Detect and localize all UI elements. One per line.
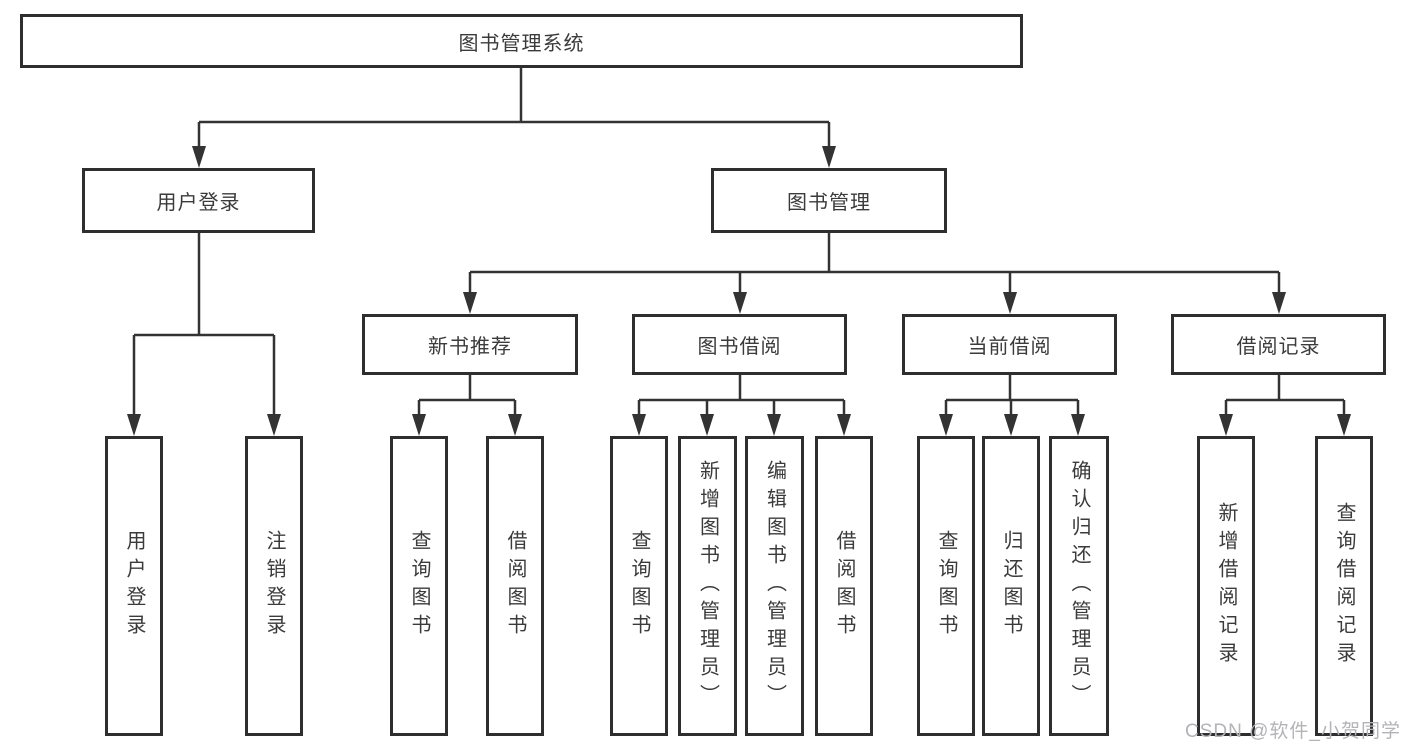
node-root: 图书管理系统: [20, 14, 1023, 68]
leaf-borrow-books-label: 借阅图书: [833, 530, 855, 642]
leaf-query-books-rec: 查询图书: [390, 436, 448, 736]
leaf-logout: 注销登录: [245, 436, 303, 736]
leaf-query-books-current-label: 查询图书: [935, 530, 957, 642]
node-book-borrow: 图书借阅: [632, 314, 847, 375]
node-current-borrow-label: 当前借阅: [967, 336, 1052, 358]
leaf-logout-label: 注销登录: [263, 530, 285, 642]
node-book-mgmt-label: 图书管理: [787, 192, 871, 214]
leaf-return-book: 归还图书: [982, 436, 1040, 736]
node-borrow-record: 借阅记录: [1171, 314, 1386, 375]
node-new-book-rec-label: 新书推荐: [428, 336, 512, 358]
leaf-user-login: 用户登录: [105, 436, 163, 736]
leaf-query-borrow-record-label: 查询借阅记录: [1333, 502, 1355, 670]
node-user-login: 用户登录: [82, 168, 315, 233]
leaf-query-borrow-record: 查询借阅记录: [1315, 436, 1373, 736]
leaf-confirm-return-admin: 确认归还（管理员）: [1049, 436, 1109, 736]
node-new-book-rec: 新书推荐: [362, 314, 578, 375]
leaf-add-borrow-record-label: 新增借阅记录: [1215, 502, 1237, 670]
node-book-mgmt: 图书管理: [711, 168, 947, 233]
leaf-return-book-label: 归还图书: [1000, 530, 1022, 642]
leaf-add-book-admin-label: 新增图书（管理员）: [696, 460, 719, 712]
node-borrow-record-label: 借阅记录: [1236, 336, 1321, 358]
node-user-login-label: 用户登录: [156, 192, 241, 214]
leaf-query-books-borrow-label: 查询图书: [628, 530, 650, 642]
leaf-confirm-return-admin-label: 确认归还（管理员）: [1068, 460, 1090, 712]
leaf-query-books-rec-label: 查询图书: [408, 530, 430, 642]
watermark: CSDN @软件_小贺同学: [1185, 721, 1401, 742]
leaf-add-book-admin: 新增图书（管理员）: [678, 436, 737, 736]
leaf-edit-book-admin: 编辑图书（管理员）: [745, 436, 804, 736]
leaf-edit-book-admin-label: 编辑图书（管理员）: [763, 460, 786, 712]
node-root-label: 图书管理系统: [458, 32, 585, 55]
node-current-borrow: 当前借阅: [902, 314, 1117, 375]
leaf-borrow-books-rec: 借阅图书: [486, 436, 544, 736]
leaf-user-login-label: 用户登录: [123, 530, 145, 642]
leaf-borrow-books-rec-label: 借阅图书: [504, 530, 526, 642]
leaf-query-books-borrow: 查询图书: [610, 436, 668, 736]
node-book-borrow-label: 图书借阅: [697, 336, 782, 358]
leaf-add-borrow-record: 新增借阅记录: [1197, 436, 1255, 736]
leaf-query-books-current: 查询图书: [917, 436, 975, 736]
leaf-borrow-books: 借阅图书: [815, 436, 873, 736]
